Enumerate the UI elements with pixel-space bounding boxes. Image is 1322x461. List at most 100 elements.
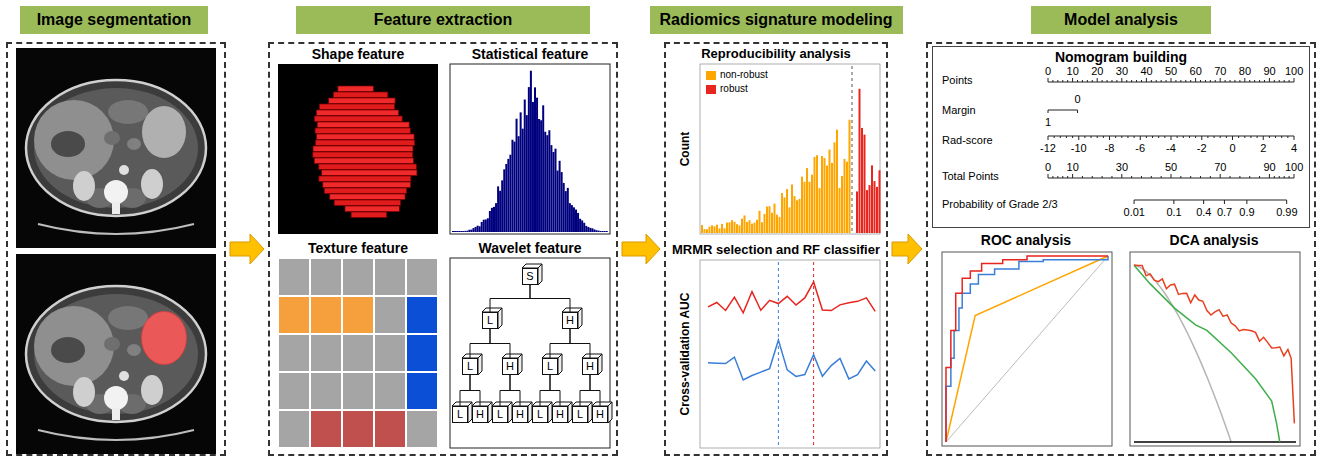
axis-tick: [1294, 174, 1295, 178]
histogram-bar: [598, 231, 600, 232]
histogram-bar: [575, 210, 577, 232]
tree-connector: [590, 375, 600, 406]
minor-tick: [1230, 176, 1231, 178]
histogram-bar: [522, 129, 524, 232]
count-bar: [784, 197, 786, 233]
count-bar: [826, 166, 828, 233]
count-bar: [874, 181, 876, 233]
subband-box: H: [472, 406, 488, 423]
histogram-bar: [606, 231, 608, 232]
minor-tick: [1052, 176, 1053, 178]
texture-cell: [374, 258, 406, 296]
minor-tick: [1259, 80, 1260, 82]
histogram-bar: [542, 105, 544, 232]
histogram-bar: [518, 136, 520, 232]
axis-tick-label: 100: [1285, 65, 1303, 78]
histogram-bar: [591, 228, 593, 232]
histogram-bar: [548, 130, 550, 232]
minor-tick: [1067, 80, 1068, 82]
plot-frame: [700, 260, 880, 448]
minor-tick: [1180, 80, 1181, 82]
histogram-bar: [473, 228, 475, 232]
shape-slice: [333, 92, 387, 98]
count-bar: [816, 155, 818, 233]
minor-tick: [1289, 176, 1290, 178]
histogram-bar: [532, 102, 534, 232]
texture-cell: [406, 258, 438, 296]
texture-cell: [374, 334, 406, 372]
histogram-bar: [544, 132, 546, 232]
gallbladder: [51, 337, 85, 363]
subband-label: H: [516, 409, 524, 420]
stage-panel: Reproducibility analysisMRMR selection a…: [664, 42, 888, 456]
aorta: [119, 165, 129, 175]
axis-tick: [1140, 136, 1141, 140]
count-bar: [834, 142, 836, 233]
minor-tick: [1210, 176, 1211, 178]
minor-tick: [1057, 80, 1058, 82]
minor-tick: [1230, 80, 1231, 82]
plot-frame: [700, 64, 880, 234]
legend-label: non-robust: [720, 69, 768, 81]
shape-slice: [316, 134, 414, 140]
subband-label: L: [467, 361, 473, 372]
axis-tick: [1171, 136, 1172, 140]
shape-slice: [319, 104, 394, 110]
minor-tick: [1264, 80, 1265, 82]
subband-box: S: [522, 268, 538, 285]
margin-axis: [1048, 110, 1078, 111]
histogram-bar: [516, 119, 518, 232]
axis-tick-label: 50: [1165, 161, 1177, 174]
tree-connector: [470, 329, 490, 358]
minor-tick: [1126, 80, 1127, 82]
count-bar: [814, 157, 816, 233]
minor-tick: [1287, 136, 1288, 138]
cube-side: [598, 354, 602, 375]
stage-arrow: [892, 234, 922, 264]
count-bar: [869, 185, 871, 233]
minor-tick: [1127, 136, 1128, 138]
count-bar: [799, 199, 801, 233]
histogram-bar: [550, 145, 552, 232]
histogram-bar: [534, 87, 536, 232]
subband-label: H: [596, 409, 604, 420]
count-bar: [829, 150, 831, 233]
texture-cell: [406, 410, 438, 448]
histogram-bar: [583, 223, 585, 232]
texture-cell: [310, 334, 342, 372]
minor-tick: [1195, 136, 1196, 138]
axis-tick-label: 0: [1075, 93, 1081, 106]
stage-panel: Image segmentation: [6, 42, 226, 456]
minor-tick: [1190, 80, 1191, 82]
count-bar: [764, 214, 766, 233]
count-bar: [831, 163, 833, 233]
minor-tick: [1257, 136, 1258, 138]
bowel: [127, 344, 141, 356]
spleen: [142, 312, 186, 364]
count-bar: [739, 225, 741, 233]
tree-connector: [490, 285, 530, 312]
minor-tick: [1057, 176, 1058, 178]
axis-tick: [1269, 78, 1270, 82]
histogram-bar: [479, 226, 481, 232]
count-bar: [771, 213, 773, 233]
minor-tick: [1281, 136, 1282, 138]
stage-title: Image segmentation: [37, 11, 192, 29]
axis-tick: [1171, 78, 1172, 82]
shape-slice: [324, 188, 406, 194]
minor-tick: [1136, 80, 1137, 82]
subband-box: L: [462, 358, 478, 375]
count-bar: [839, 188, 841, 233]
stage-title: Radiomics signature modeling: [660, 11, 893, 29]
axis-tick: [1121, 78, 1122, 82]
shape-slice: [329, 98, 395, 104]
minor-tick: [1275, 136, 1276, 138]
minor-tick: [1052, 80, 1053, 82]
texture-cell: [278, 258, 310, 296]
count-bar: [734, 222, 736, 233]
cube-side: [478, 354, 482, 375]
minor-tick: [1072, 136, 1073, 138]
minor-tick: [1077, 80, 1078, 82]
stage-header: Image segmentation: [20, 6, 208, 34]
